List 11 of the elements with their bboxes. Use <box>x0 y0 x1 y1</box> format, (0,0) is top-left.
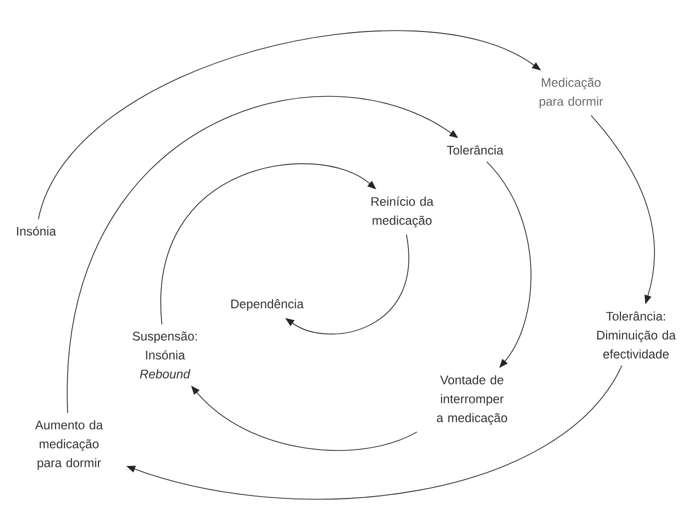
arrow <box>38 30 541 220</box>
node-text: Reinício da medicação <box>372 196 434 228</box>
node-text: Suspensão: Insónia Rebound <box>132 332 197 378</box>
arrow <box>486 161 532 368</box>
node-text: Vontade de interromper a medicação <box>436 375 508 425</box>
node-text: Aumento da medicação para dormir <box>35 420 103 470</box>
node-text: Tolerância <box>446 145 504 155</box>
node-text: Insónia <box>17 226 56 236</box>
node-text: Tolerância: Diminuição da efectividade <box>597 311 676 358</box>
node-text: Medicação para dormir <box>540 78 603 108</box>
node-text: Dependência <box>231 299 304 311</box>
